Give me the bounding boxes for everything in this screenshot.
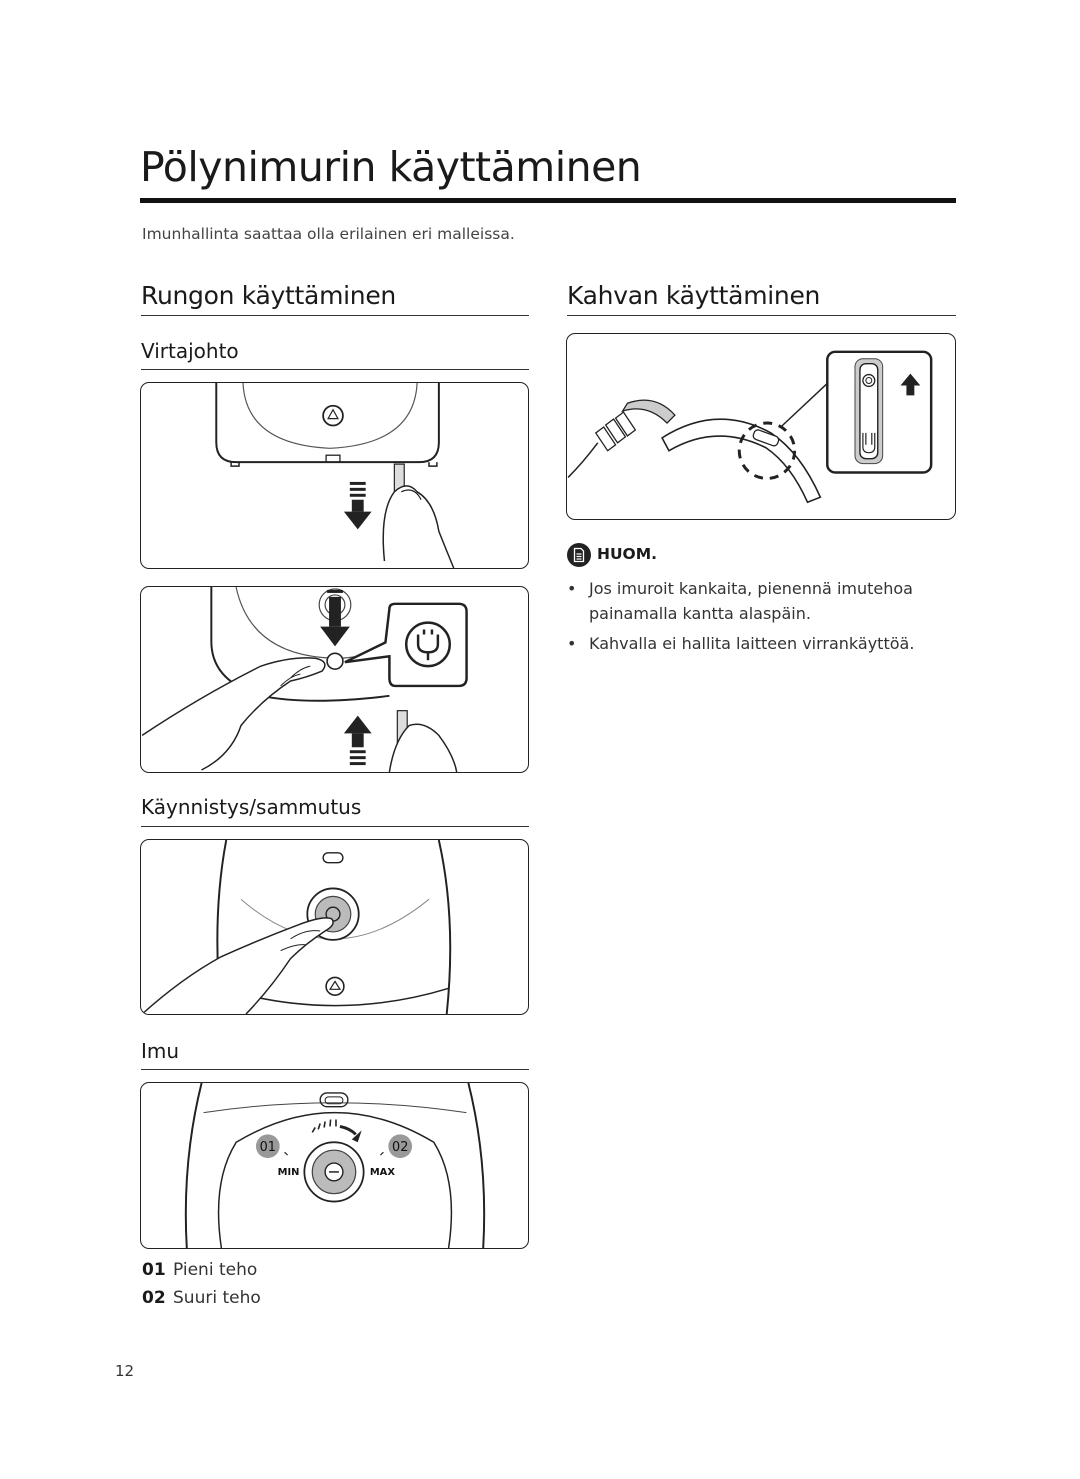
marker-01-label: 01 (260, 1140, 276, 1155)
note-item: Jos imuroit kankaita, pienennä imutehoa … (567, 576, 952, 626)
plug-icon (322, 404, 344, 427)
marker-01-badge (255, 1134, 280, 1159)
legend-text: Suuri teho (173, 1288, 261, 1308)
title-rule (140, 198, 956, 203)
dial-min-label: MIN (278, 1167, 300, 1178)
legend-item: 01 Pieni teho (142, 1260, 257, 1280)
subheading-power-switch: Käynnistys/sammutus (141, 795, 362, 819)
subheading-rule (141, 826, 529, 827)
rotation-arrow-icon (351, 1130, 362, 1143)
illustration-suction-dial: 01 02 MIN MAX (140, 1082, 529, 1249)
handle-drawing (567, 350, 933, 504)
plug-icon (325, 976, 345, 997)
plug-icon (404, 621, 451, 668)
legend-text: Pieni teho (173, 1260, 258, 1280)
cord-pull-drawing (215, 383, 455, 568)
dial-max-label: MAX (370, 1167, 395, 1178)
note-item: Kahvalla ei hallita laitteen virrankäytt… (567, 631, 952, 656)
note-label: HUOM. (597, 545, 658, 563)
highlight-circle (737, 421, 797, 480)
subheading-suction: Imu (141, 1039, 180, 1063)
page-title: Pölynimurin käyttäminen (140, 143, 642, 191)
section-rule (567, 315, 956, 316)
suction-dial-drawing: 01 02 MIN MAX (184, 1083, 486, 1248)
intro-text: Imunhallinta saattaa olla erilainen eri … (142, 225, 515, 243)
arrow-down-icon (320, 589, 350, 647)
arrow-down-icon (343, 481, 372, 530)
cord-rewind-drawing (141, 587, 468, 772)
illustration-power-button (140, 839, 529, 1015)
illustration-handle (566, 333, 956, 520)
section-rule (141, 315, 529, 316)
legend-number: 02 (142, 1288, 166, 1308)
subheading-rule (141, 369, 529, 370)
arrow-up-icon (343, 715, 372, 766)
power-button-drawing (141, 840, 452, 1014)
subheading-power-cord: Virtajohto (141, 339, 239, 363)
note-icon (567, 543, 591, 567)
page-number: 12 (115, 1362, 135, 1380)
illustration-cord-rewind (140, 586, 529, 773)
illustration-cord-pull (140, 382, 529, 569)
marker-02-label: 02 (392, 1140, 408, 1155)
legend-number: 01 (142, 1260, 166, 1280)
marker-02-badge (388, 1134, 413, 1159)
legend-item: 02 Suuri teho (142, 1288, 261, 1308)
subheading-rule (141, 1069, 529, 1070)
section-heading-body: Rungon käyttäminen (141, 281, 396, 310)
arrow-up-icon (900, 373, 921, 396)
section-heading-handle: Kahvan käyttäminen (567, 281, 821, 310)
